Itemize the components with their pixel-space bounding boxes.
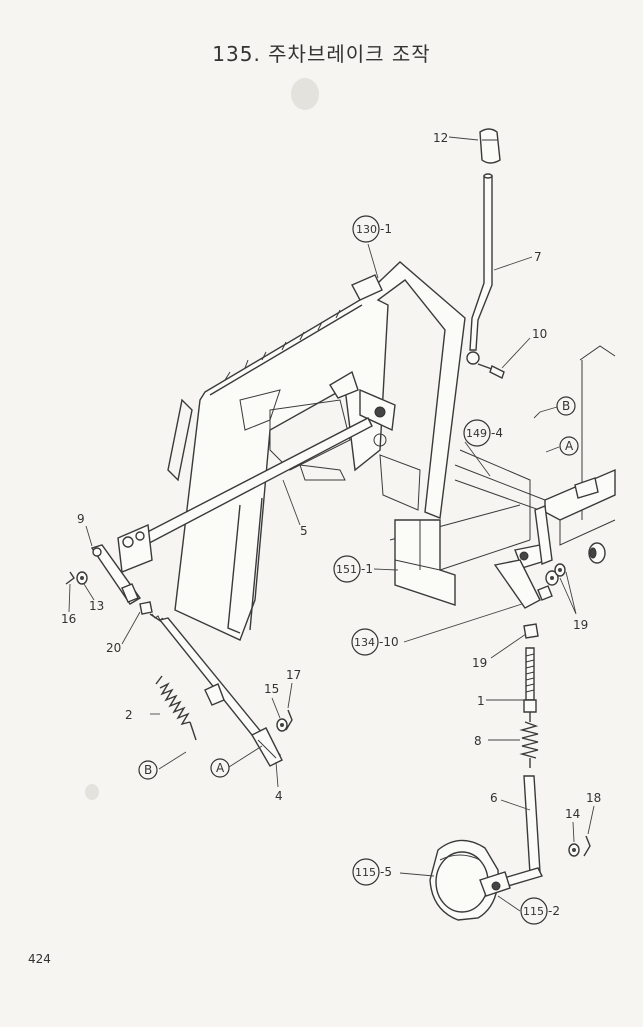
support-post-part (394, 519, 456, 606)
callout-115-bottom-suffix: -2 (548, 904, 560, 918)
leader-lines (68, 136, 595, 912)
threaded-rod-part (523, 647, 537, 713)
callout-circle (138, 760, 158, 780)
callout-149-suffix: -4 (491, 426, 503, 440)
washer-part (76, 571, 88, 585)
scan-smudge (85, 784, 99, 800)
brake-drum-part (429, 839, 499, 921)
page-number: 424 (28, 952, 51, 966)
callout-115-top-suffix: -5 (380, 865, 392, 879)
callout-9: 9 (77, 512, 85, 526)
bell-crank-part (493, 505, 566, 609)
callout-circle (559, 436, 579, 456)
callout-130: 130 (356, 223, 377, 236)
nut-part (523, 623, 539, 639)
callout-130-suffix: -1 (380, 222, 392, 236)
callout-1: 1 (477, 694, 485, 708)
callout-circle (210, 758, 230, 778)
callout-2: 2 (125, 708, 133, 722)
brake-rod-part (149, 613, 283, 767)
callout-134-suffix: -10 (379, 635, 399, 649)
cross-shaft-part (117, 417, 373, 573)
callout-circle (520, 897, 548, 925)
callout-151: 151 (336, 563, 357, 576)
washer-part (568, 843, 580, 857)
washer-part (276, 718, 288, 732)
callout-labels: 12 7 130 -1 10 B 149 -4 A 5 9 151 -1 16 … (61, 131, 601, 925)
lever-knob-part (479, 128, 501, 164)
callout-A-top: A (565, 439, 574, 453)
callout-A-bottom: A (216, 761, 225, 775)
callout-17: 17 (286, 668, 301, 682)
callout-B-top: B (562, 399, 570, 413)
brake-lever-part (466, 173, 505, 379)
callout-5: 5 (300, 524, 308, 538)
callout-115-top: 115 (355, 866, 376, 879)
brake-arm-part (479, 871, 511, 897)
return-spring-part (155, 675, 197, 741)
callout-10: 10 (532, 327, 547, 341)
lever-bracket-part (167, 261, 466, 641)
cotter-pin-part (583, 835, 591, 857)
callout-16: 16 (61, 612, 76, 626)
callout-19-right: 19 (573, 618, 588, 632)
page-title: 135. 주차브레이크 조작 (212, 42, 431, 66)
callout-4: 4 (275, 789, 283, 803)
callout-13: 13 (89, 599, 104, 613)
callout-20: 20 (106, 641, 121, 655)
callout-12: 12 (433, 131, 448, 145)
shaft-arm-part (90, 544, 142, 605)
callout-circle (351, 628, 379, 656)
callout-B-bottom: B (144, 763, 152, 777)
tension-spring-part (519, 712, 539, 768)
callout-134: 134 (354, 636, 375, 649)
callout-19-lower: 19 (472, 656, 487, 670)
callout-6: 6 (490, 791, 498, 805)
connecting-rod-part (502, 775, 544, 887)
callout-circle (352, 215, 380, 243)
callout-18: 18 (586, 791, 601, 805)
callout-7: 7 (534, 250, 542, 264)
machine-frame-part (389, 345, 616, 571)
callout-151-suffix: -1 (361, 562, 373, 576)
callout-circle (333, 555, 361, 583)
callout-149: 149 (466, 427, 487, 440)
callout-circle (556, 396, 576, 416)
callout-8: 8 (474, 734, 482, 748)
callout-circle (463, 419, 491, 447)
callout-15: 15 (264, 682, 279, 696)
cotter-pin-part (65, 571, 75, 585)
callout-circle (352, 858, 380, 886)
nut-part (139, 601, 153, 615)
scan-smudge (291, 78, 319, 110)
callout-14: 14 (565, 807, 580, 821)
callout-115-bottom: 115 (523, 905, 544, 918)
cotter-pin-part (285, 709, 293, 731)
